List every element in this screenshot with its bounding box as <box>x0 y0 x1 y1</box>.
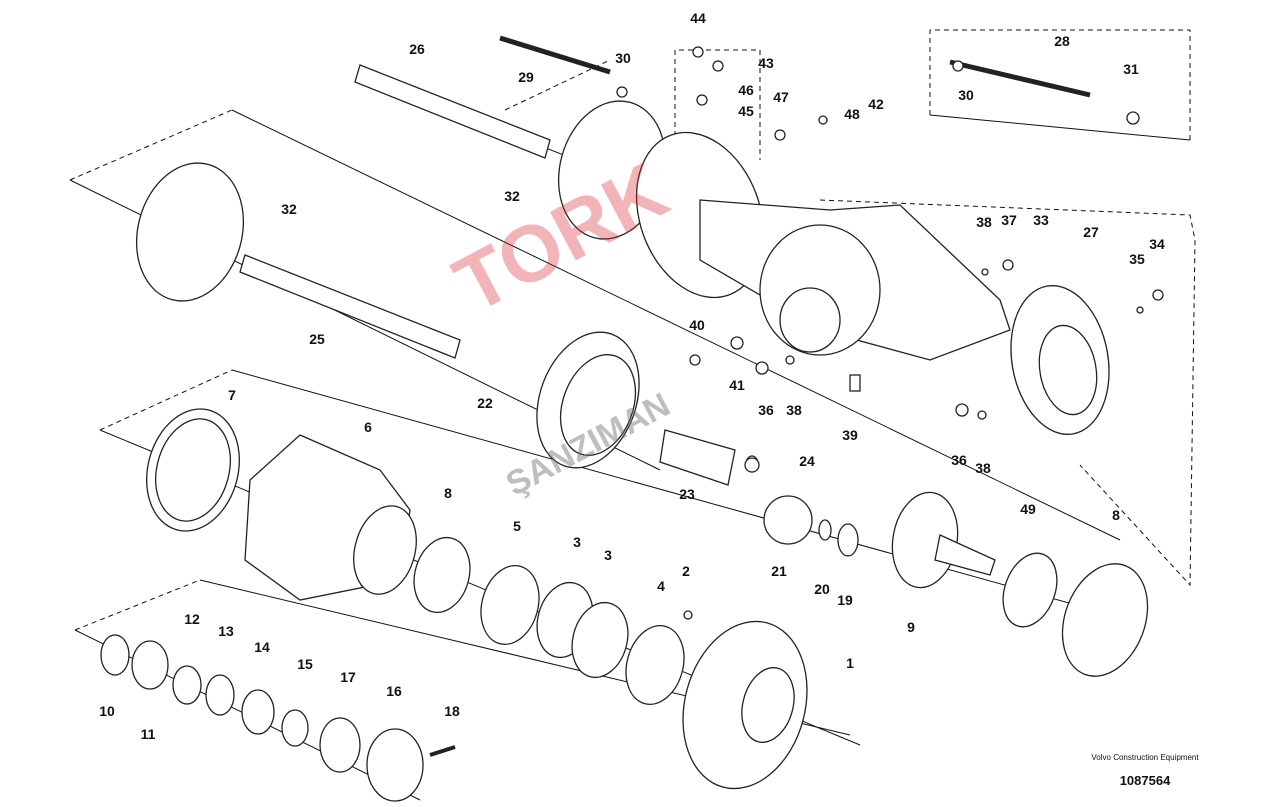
callout-1: 1 <box>846 655 854 671</box>
callout-2: 2 <box>682 563 690 579</box>
callout-5: 5 <box>513 518 521 534</box>
callout-7: 7 <box>228 387 236 403</box>
callout-47: 47 <box>773 89 789 105</box>
callout-22: 22 <box>477 395 493 411</box>
shaft-26 <box>354 64 551 159</box>
callout-3: 3 <box>604 547 612 563</box>
callout-38: 38 <box>786 402 802 418</box>
callout-29: 29 <box>518 69 534 85</box>
callout-3: 3 <box>573 534 581 550</box>
callout-32: 32 <box>281 201 297 217</box>
callouts: 44 43 46 45 47 48 42 26 29 30 28 31 30 3… <box>99 10 1165 742</box>
callout-11: 11 <box>141 726 156 742</box>
callout-19: 19 <box>837 592 853 608</box>
callout-34: 34 <box>1149 236 1165 252</box>
callout-35: 35 <box>1129 251 1145 267</box>
callout-31: 31 <box>1123 61 1139 77</box>
callout-40: 40 <box>689 317 705 333</box>
callout-10: 10 <box>99 703 115 719</box>
callout-6: 6 <box>364 419 372 435</box>
callout-33: 33 <box>1033 212 1049 228</box>
callout-37: 37 <box>1001 212 1017 228</box>
callout-14: 14 <box>254 639 270 655</box>
callout-30: 30 <box>958 87 974 103</box>
part-shapes <box>100 35 1164 802</box>
callout-36: 36 <box>951 452 967 468</box>
callout-12: 12 <box>184 611 200 627</box>
callout-38: 38 <box>976 214 992 230</box>
callout-26: 26 <box>409 41 425 57</box>
callout-25: 25 <box>309 331 325 347</box>
callout-46: 46 <box>738 82 754 98</box>
callout-18: 18 <box>444 703 460 719</box>
callout-36: 36 <box>758 402 774 418</box>
callout-32: 32 <box>504 188 520 204</box>
callout-45: 45 <box>738 103 754 119</box>
callout-24: 24 <box>799 453 815 469</box>
callout-20: 20 <box>814 581 830 597</box>
callout-17: 17 <box>340 669 356 685</box>
callout-38: 38 <box>975 460 991 476</box>
callout-4: 4 <box>657 578 665 594</box>
callout-15: 15 <box>297 656 313 672</box>
callout-39: 39 <box>842 427 858 443</box>
callout-16: 16 <box>386 683 402 699</box>
callout-48: 48 <box>844 106 860 122</box>
callout-9: 9 <box>907 619 915 635</box>
shaft-25 <box>239 254 461 359</box>
callout-44: 44 <box>690 10 706 26</box>
credit-text: Volvo Construction Equipment <box>1091 753 1199 762</box>
callout-13: 13 <box>218 623 234 639</box>
callout-28: 28 <box>1054 33 1070 49</box>
callout-8: 8 <box>444 485 452 501</box>
callout-42: 42 <box>868 96 884 112</box>
callout-49: 49 <box>1020 501 1036 517</box>
callout-43: 43 <box>758 55 774 71</box>
callout-23: 23 <box>679 486 695 502</box>
callout-21: 21 <box>771 563 787 579</box>
callout-41: 41 <box>729 377 745 393</box>
callout-27: 27 <box>1083 224 1099 240</box>
callout-30: 30 <box>615 50 631 66</box>
callout-8: 8 <box>1112 507 1120 523</box>
drawing-number: 1087564 <box>1119 773 1171 788</box>
